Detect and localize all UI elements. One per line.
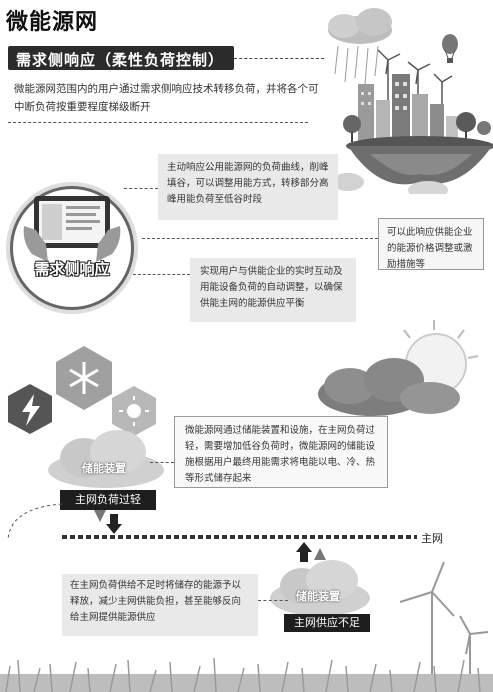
intro-underline: [8, 122, 308, 123]
tablet-hands-icon: [23, 196, 121, 262]
intro-text: 微能源网范围内的用户通过需求侧响应技术转移负荷，并将各个可中断负荷按重要程度梯级…: [14, 83, 319, 113]
grass-strip: [0, 657, 493, 692]
snowflake-icon: [69, 362, 99, 394]
connector-active: [124, 188, 158, 189]
storage-cloud-bottom: [270, 560, 370, 616]
grid-light-load-label: 主网负荷过轻: [60, 490, 156, 510]
main-grid-line: [62, 535, 417, 539]
arrow-up-icon: [300, 552, 308, 562]
main-grid-label: 主网: [421, 532, 443, 545]
active-response-box: 主动响应公用能源网的负荷曲线，削峰填谷，可以调整用能方式，转移部分高峰用能负荷至…: [158, 154, 338, 220]
section-header-label: 需求侧响应（柔性负荷控制）: [16, 51, 225, 69]
connector-storage-bottom: [258, 600, 288, 601]
sun-cloud-illustration: [318, 320, 479, 416]
price-response-box: 可以此响应供能企业的能源价格调整或激励措施等: [378, 218, 484, 270]
interaction-box: 实现用户与供能企业的实时互动及用能设备负荷的自动调整，以确保供能主网的能源供应平…: [190, 258, 356, 322]
arrow-down-icon: [106, 524, 122, 534]
storage-label-bottom: 储能装置: [296, 590, 340, 603]
arrow-up-icon: [296, 542, 312, 552]
section-header-bar: [8, 46, 234, 70]
flow-curve: [7, 503, 63, 541]
demand-response-label: 需求侧响应: [34, 260, 110, 278]
page-title: 微能源网: [6, 10, 99, 35]
arrow-down-icon: [94, 510, 106, 522]
city-island-illustration: [328, 8, 493, 194]
sun-icon: [127, 404, 141, 418]
storage-cloud-top: [48, 430, 164, 488]
hexagon-icons: [8, 346, 156, 436]
storage-release-box: 在主网负荷供给不足时将储存的能源予以释放，减少主网供能负担，甚至能够反向给主网提…: [62, 574, 258, 636]
connector-price: [142, 238, 378, 239]
arrow-down-icon: [110, 514, 118, 524]
connector-interaction: [128, 274, 190, 275]
arrow-up-icon: [314, 548, 326, 560]
grid-shortage-label: 主网供应不足: [284, 614, 370, 632]
lightning-icon: [22, 394, 40, 426]
storage-label-top: 储能装置: [82, 462, 126, 475]
header-dashed-line: [234, 58, 324, 59]
storage-overload-box: 微能源网通过储能装置和设施，在主网负荷过轻，需要增加低谷负荷时，微能源网的储能设…: [174, 416, 388, 488]
connector-storage-top: [150, 462, 174, 463]
